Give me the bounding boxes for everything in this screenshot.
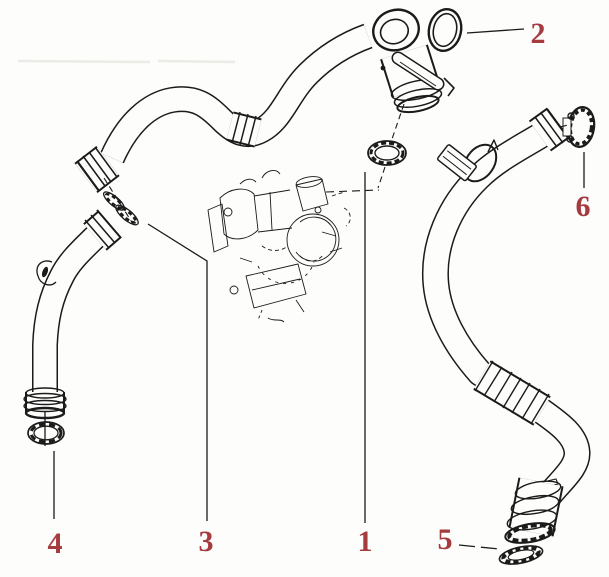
lower-left-charge-air-pipe bbox=[23, 209, 122, 420]
leader-line-3 bbox=[147, 223, 208, 521]
callout-6: 6 bbox=[576, 190, 591, 223]
callout-2: 2 bbox=[531, 17, 546, 50]
leader-line-2 bbox=[466, 28, 525, 34]
hose-clamp-upper bbox=[226, 111, 262, 148]
spring-clamp bbox=[436, 139, 499, 183]
seal-washer-part-5 bbox=[498, 545, 544, 565]
leader-line-5 bbox=[458, 544, 500, 550]
assembly-dashed-lines bbox=[103, 103, 573, 225]
right-hose-connector-end bbox=[504, 477, 564, 544]
turbocharger-reference-sketch bbox=[207, 170, 351, 323]
lower-pipe-corrugated-end bbox=[83, 209, 122, 251]
callout-3: 3 bbox=[199, 525, 214, 558]
upper-hose-corrugated-end bbox=[74, 145, 120, 194]
callout-1: 1 bbox=[358, 525, 373, 558]
connector-bracket bbox=[391, 51, 455, 97]
callout-4: 4 bbox=[48, 527, 63, 560]
hose-bellows bbox=[473, 360, 551, 426]
lower-pipe-bell-end bbox=[23, 387, 67, 420]
snap-ring-part-6 bbox=[562, 106, 596, 148]
faint-streak bbox=[17, 59, 236, 64]
right-charge-air-hose bbox=[421, 107, 591, 544]
callout-leader-lines bbox=[44, 28, 585, 550]
upper-charge-air-hose bbox=[74, 23, 373, 194]
callout-numbers: 1 2 3 4 5 6 bbox=[48, 17, 591, 560]
o-ring-part-2 bbox=[427, 7, 463, 53]
seal-ring-part-1 bbox=[367, 140, 407, 166]
callout-5: 5 bbox=[438, 523, 453, 556]
leader-line-4 bbox=[44, 412, 55, 519]
o-ring-part-4 bbox=[27, 421, 65, 445]
pipe-mounting-ear bbox=[36, 260, 57, 286]
charge-air-connector bbox=[372, 8, 455, 114]
